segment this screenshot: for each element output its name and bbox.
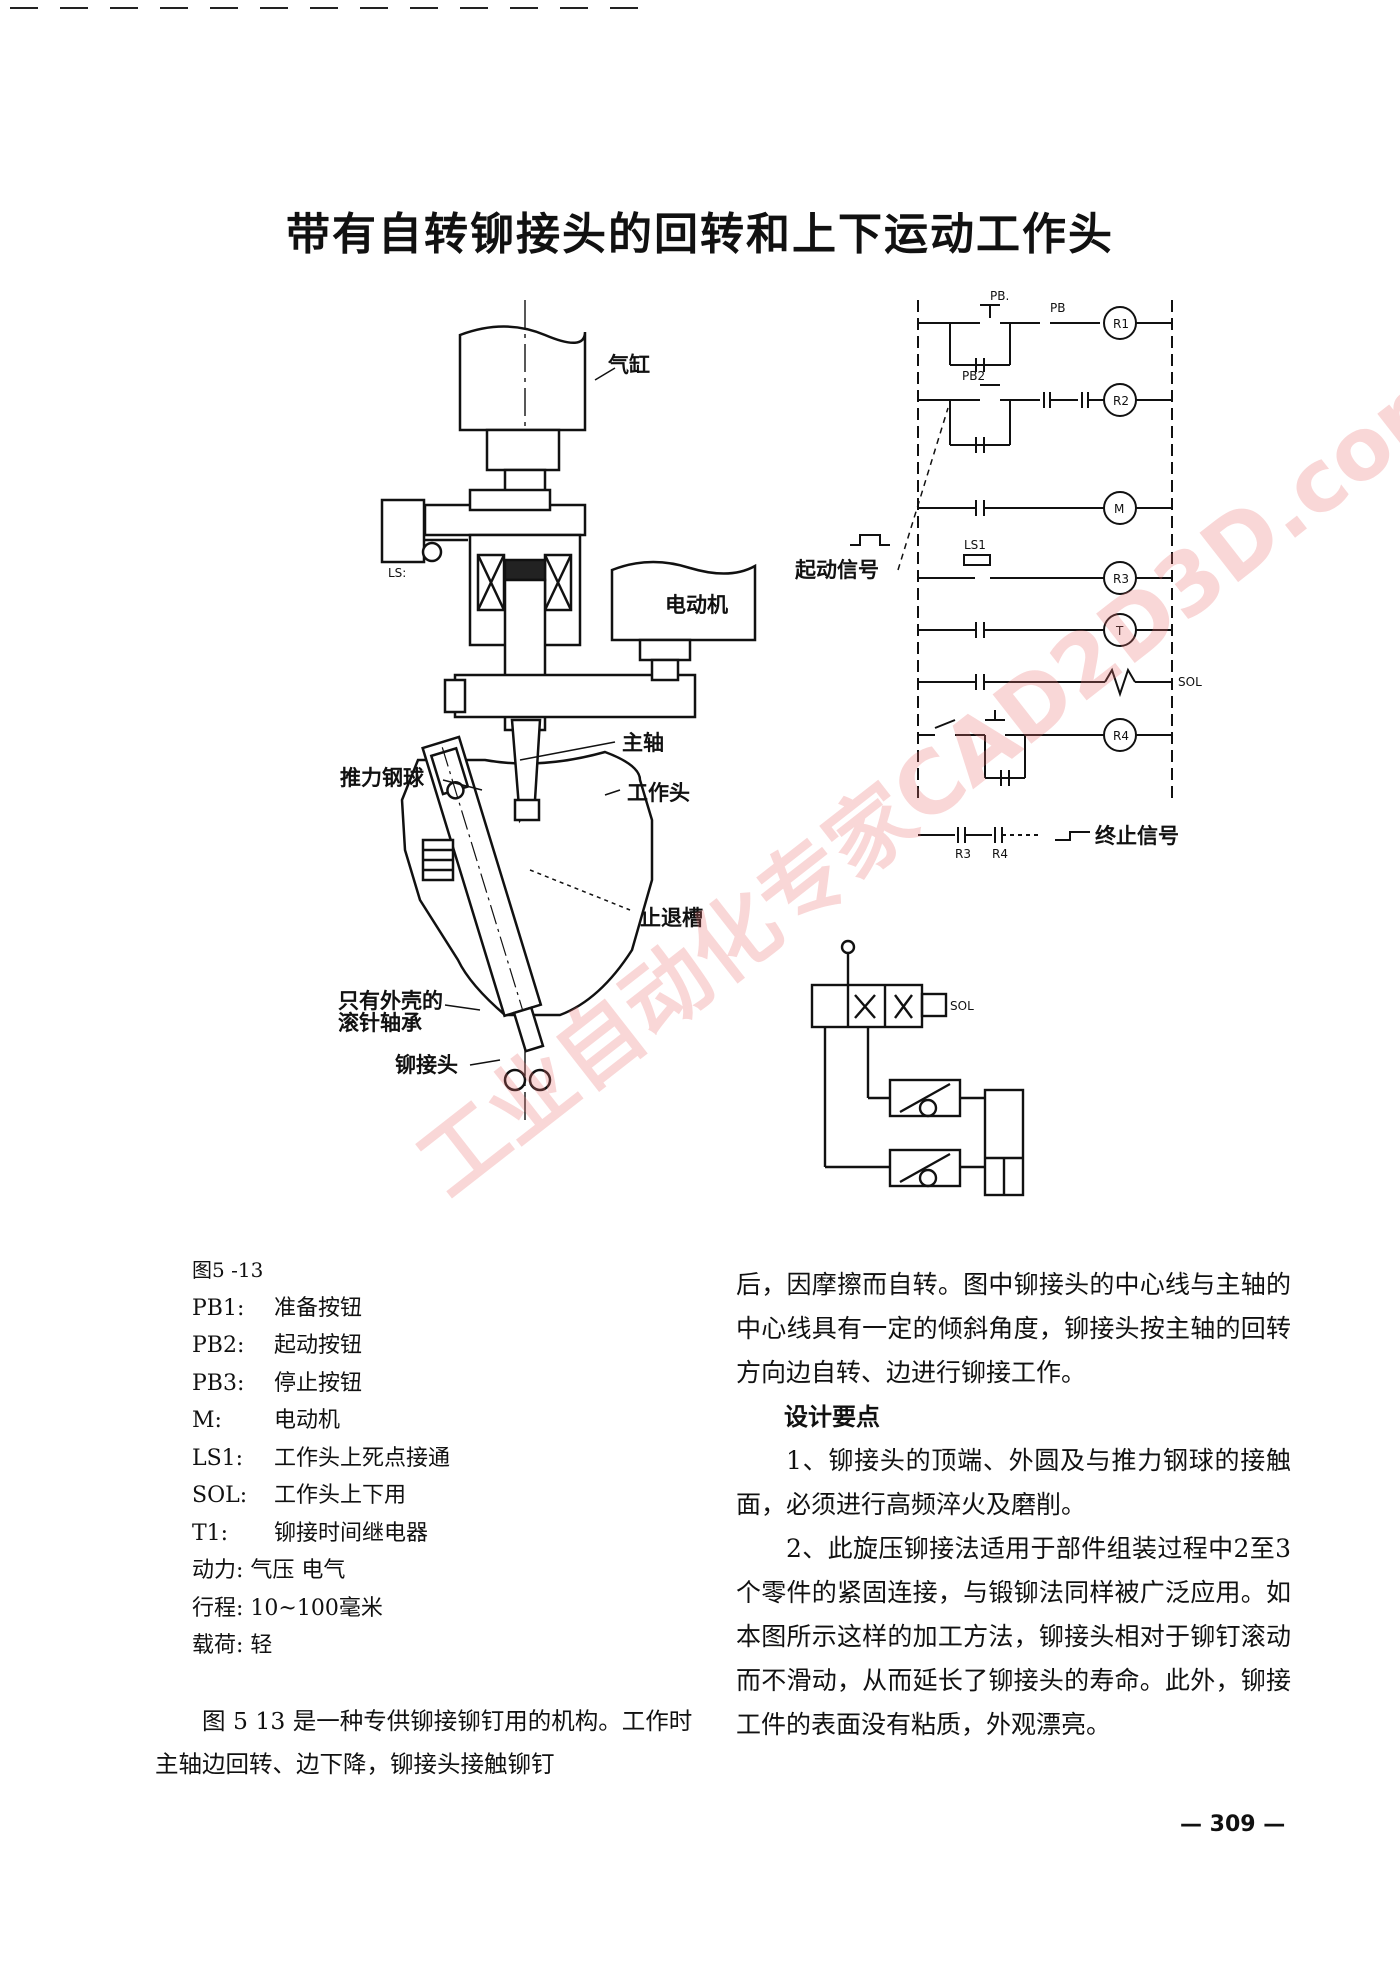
label-work-head: 工作头 [627,781,690,805]
body-paragraph-left: 图 5 13 是一种专供铆接铆钉用的机构。工作时主轴边回转、边下降，铆接头接触铆… [155,1707,693,1778]
label-anti-back-groove: 止退槽 [640,906,703,930]
ladder-circuit [850,300,1173,843]
coil-r1: R1 [1113,317,1129,331]
tag-pb2: PB2 [962,369,985,383]
label-spindle: 主轴 [622,731,664,755]
tag-sol: SOL [1178,675,1202,689]
label-rivet-head: 铆接头 [395,1053,458,1077]
page-title: 带有自转铆接头的回转和上下运动工作头 [286,209,1114,260]
label-ls: LS: [388,566,406,580]
design-point-1: 1、铆接头的顶端、外圆及与推力钢球的接触面，必须进行高频淬火及磨削。 [736,1446,1291,1519]
coil-m: M [1114,502,1124,516]
figure-legend: 图5 -13 PB1:准备按钮 PB2:起动按钮 PB3:停止按钮 M:电动机 … [192,1252,712,1665]
legend-item: LS1:工作头上死点接通 [192,1445,451,1471]
label-sol: SOL [950,999,974,1013]
cylinder-body [458,325,587,432]
design-point-2: 2、此旋压铆接法适用于部件组装过程中2至3个零件的紧固连接，与锻铆法同样被广泛应… [736,1534,1291,1739]
label-cylinder: 气缸 [607,353,650,377]
coil-r3: R3 [1113,572,1129,586]
coil-t: T [1115,624,1124,638]
legend-load: 载荷: 轻 [192,1633,273,1658]
body-column-right: 后，因摩擦而自转。图中铆接头的中心线与主轴的中心线具有一定的倾斜角度，铆接头按主… [736,1263,1291,1747]
coil-r2: R2 [1113,394,1129,408]
legend-item: PB2:起动按钮 [192,1333,363,1358]
legend-item: SOL:工作头上下用 [192,1483,407,1508]
tag-r4: R4 [992,847,1008,861]
page-number: — 309 — [1180,1812,1286,1837]
motor-body [610,560,757,642]
body-paragraph: 后，因摩擦而自转。图中铆接头的中心线与主轴的中心线具有一定的倾斜角度，铆接头按主… [736,1270,1291,1387]
tag-ls1: LS1 [964,538,986,552]
coil-r4: R4 [1113,729,1129,743]
mechanism-drawing [380,300,757,1120]
tag-pb1: PB. [990,289,1009,303]
legend-item: PB3:停止按钮 [192,1370,363,1396]
tag-r3: R3 [955,847,971,861]
pneumatic-circuit [810,939,1025,1197]
label-start-signal: 起动信号 [794,558,879,582]
legend-power: 动力: 气压 电气 [192,1558,346,1583]
label-thrust-ball: 推力钢球 [340,766,425,790]
legend-stroke: 行程: 10~100毫米 [192,1595,383,1621]
legend-item: T1:铆接时间继电器 [192,1520,429,1546]
legend-item: M:电动机 [192,1408,341,1433]
label-bearing-line1: 只有外壳的 [338,989,443,1013]
design-points-heading: 设计要点 [784,1403,880,1431]
label-bearing-line2: 滚针轴承 [338,1011,422,1035]
tag-pb3: PB [1050,301,1065,315]
legend-item: PB1:准备按钮 [192,1295,363,1321]
label-motor: 电动机 [665,593,728,617]
label-stop-signal: 终止信号 [1095,824,1179,848]
figure-caption: 图5 -13 [192,1258,264,1282]
